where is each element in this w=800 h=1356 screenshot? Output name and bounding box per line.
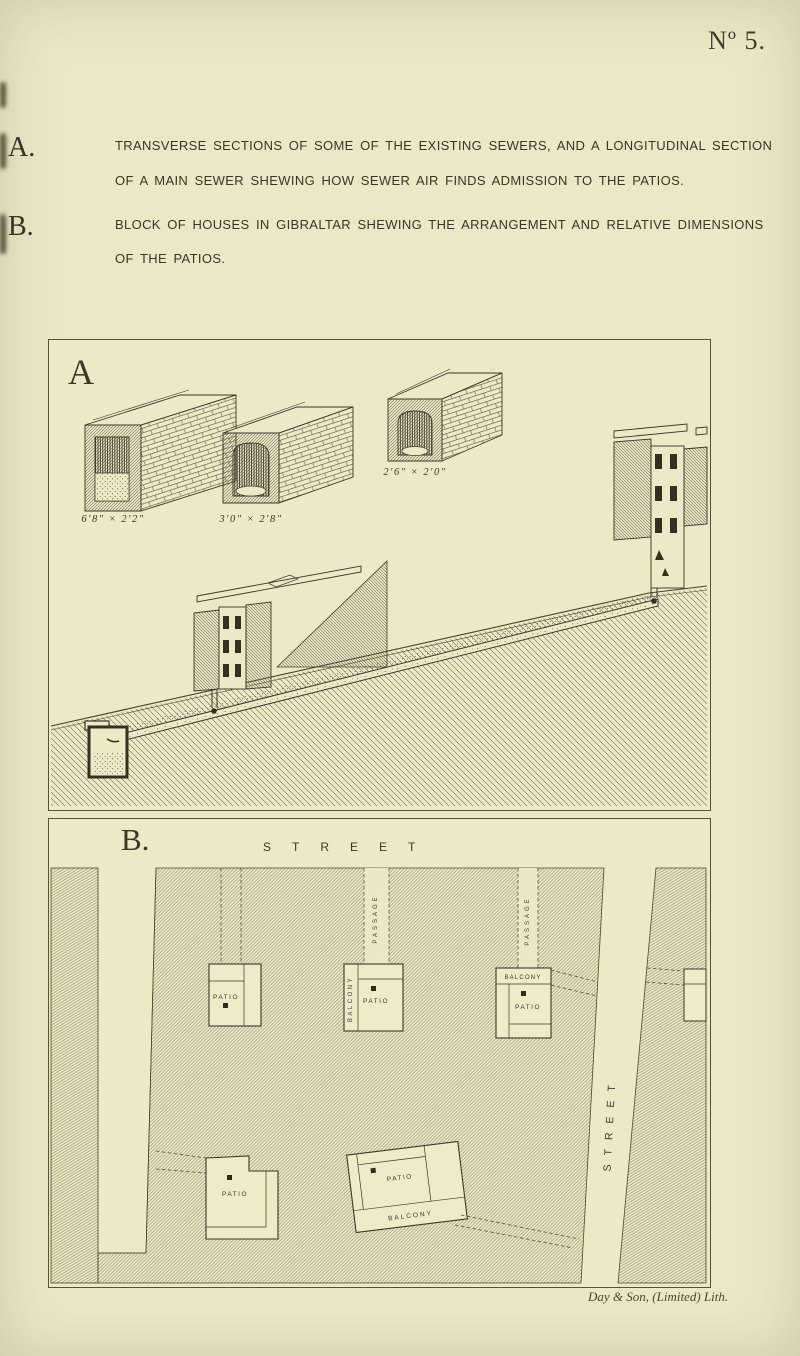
heading-a-line1: TRANSVERSE SECTIONS OF SOME OF THE EXIST…: [115, 138, 773, 153]
passage-dashed-lines: [220, 868, 242, 964]
passage-dashed-lines: [363, 868, 390, 964]
house-drain-pipes: [211, 588, 658, 714]
passage-dashed-lines: [550, 969, 599, 997]
patio-2: PASSAGE BALCONY PATIO: [343, 868, 404, 1032]
patio-well-mark: [223, 1003, 228, 1008]
printer-credit: Day & Son, (Limited) Lith.: [588, 1289, 729, 1304]
heading-b-index: B.: [8, 211, 34, 242]
passage-dashed-lines: [155, 1150, 207, 1174]
passage-dashed-lines: [454, 1214, 580, 1249]
heading-a-line2: OF A MAIN SEWER SHEWING HOW SEWER AIR FI…: [115, 173, 685, 188]
patio-1-label: PATIO: [213, 994, 239, 1001]
street-top-label: STREET: [263, 840, 436, 854]
patio-2-passage-label: PASSAGE: [373, 894, 379, 943]
sewer-section-3-drawing: [387, 368, 503, 462]
street-right-label: STREET: [602, 1076, 619, 1172]
patio-3-passage-label: PASSAGE: [525, 896, 531, 945]
figure-b-label: B.: [121, 822, 149, 857]
figure-b-panel: B. STREET STREET PATIO PASSAGE: [48, 818, 711, 1288]
heading-b-line2: OF THE PATIOS.: [115, 251, 226, 266]
plate-number: Nº 5.: [708, 26, 766, 55]
scan-edge-artifact: [0, 82, 6, 108]
house-section-right: [613, 423, 708, 589]
patio-well-mark: [227, 1175, 232, 1180]
passage-dashed-lines: [517, 868, 539, 968]
figure-a-drawing: A: [50, 352, 708, 806]
patio-3: PASSAGE BALCONY PATIO: [495, 868, 599, 1039]
sewer-section-1-dimensions: 6′8″ × 2′2″: [81, 514, 144, 525]
patio-4: PATIO: [155, 1150, 279, 1240]
patio-5: PATIO BALCONY: [346, 1140, 580, 1249]
passage-dashed-lines: [645, 967, 685, 986]
patio-1: PATIO: [208, 868, 262, 1027]
figure-a-label: A: [68, 352, 94, 392]
sewer-section-2-dimensions: 3′0″ × 2′8″: [218, 514, 282, 525]
patio-well-mark: [370, 1167, 377, 1174]
patio-3-label: PATIO: [515, 1004, 541, 1011]
sewer-section-3-dimensions: 2′6″ × 2′0″: [383, 467, 446, 478]
scan-edge-artifact: [0, 214, 6, 254]
sewer-section-2-drawing: [222, 401, 354, 504]
right-block-rooms: [645, 967, 707, 1022]
heading-b-line1: BLOCK OF HOUSES IN GIBRALTAR SHEWING THE…: [115, 217, 764, 232]
main-sewer-chamber: [84, 720, 129, 779]
heading-a-index: A.: [8, 132, 36, 163]
house-section-middle: [193, 565, 362, 692]
patio-well-mark: [371, 986, 376, 991]
figure-b-drawing: B. STREET STREET PATIO PASSAGE: [50, 822, 707, 1284]
retaining-wall: [276, 560, 388, 668]
patio-5-label: PATIO: [387, 1173, 414, 1183]
sewer-section-1-drawing: [84, 389, 237, 512]
scan-edge-artifact: [0, 133, 6, 169]
block-left-strip: [50, 867, 99, 1284]
patio-4-label: PATIO: [222, 1191, 248, 1198]
patio-2-label: PATIO: [363, 998, 389, 1005]
block-right: [617, 867, 707, 1284]
patio-2-balcony-label: BALCONY: [348, 976, 354, 1022]
longitudinal-sewer: [124, 592, 659, 741]
patio-well-mark: [521, 991, 526, 996]
figure-a-panel: A: [48, 339, 711, 811]
patio-3-balcony-label: BALCONY: [504, 975, 541, 981]
